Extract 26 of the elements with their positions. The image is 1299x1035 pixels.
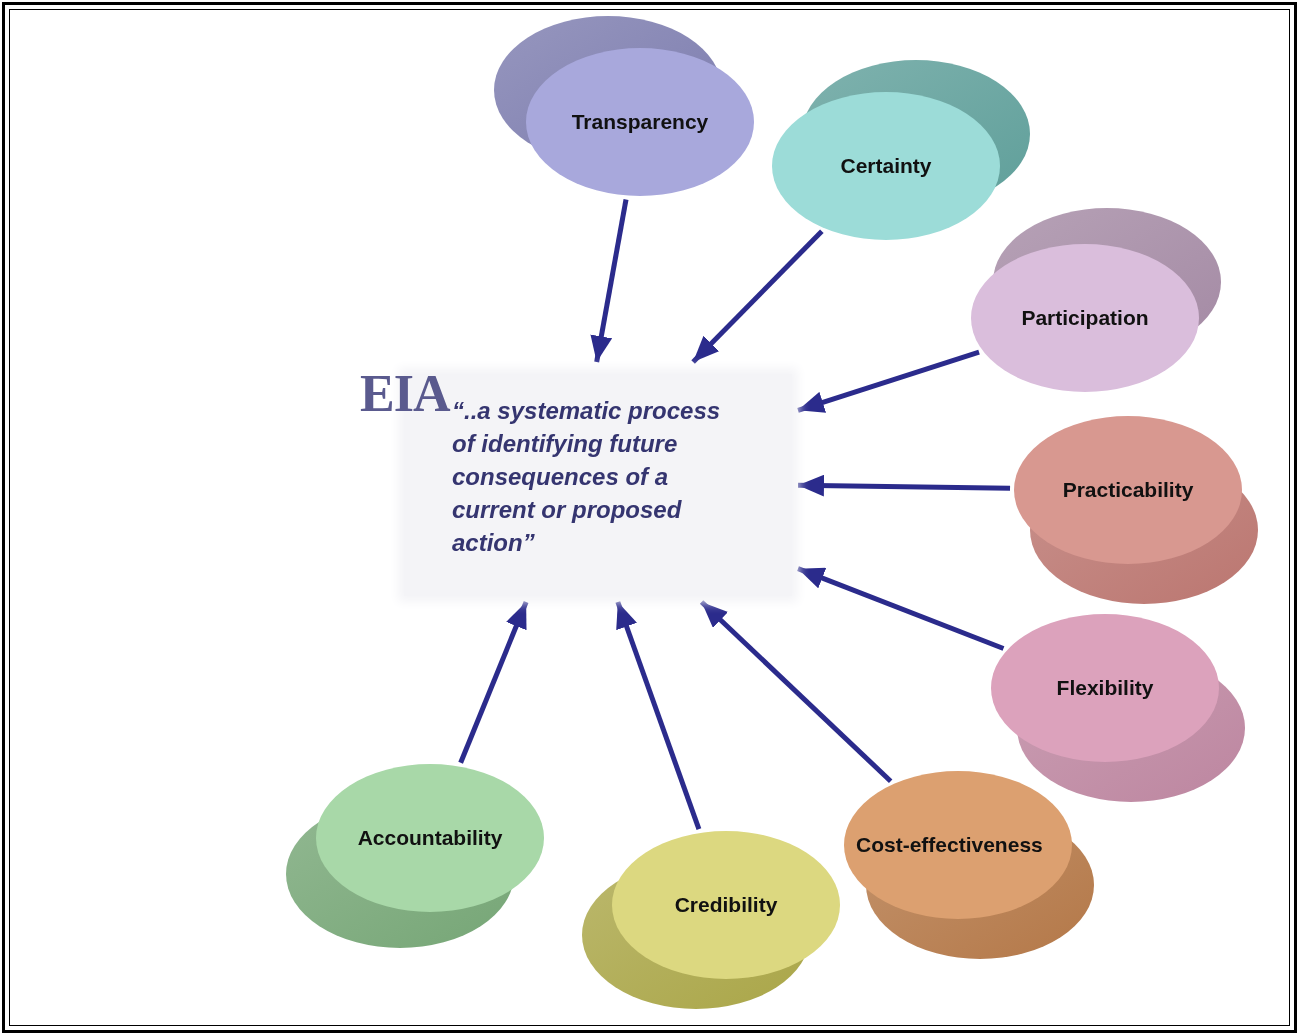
arrow (615, 601, 702, 830)
disc (494, 16, 754, 196)
disc (1014, 416, 1258, 604)
arrow (797, 349, 980, 413)
disc (286, 764, 544, 948)
definition-quote: “..a systematic process of identifying future consequences of a current or proposed action” (452, 396, 722, 558)
disc-label: Cost-effectiveness (856, 832, 1044, 858)
arrow (590, 199, 629, 363)
arrow (797, 566, 1005, 651)
heading: EIA (360, 368, 450, 420)
disc (582, 831, 840, 1009)
disc-label: Flexibility (1055, 675, 1155, 701)
disc (844, 771, 1094, 959)
disc-label: Credibility (673, 892, 779, 918)
disc-label: Certainty (839, 153, 933, 179)
arrow (797, 474, 1011, 497)
disc (991, 614, 1245, 802)
arrow (699, 600, 893, 783)
disc-label: Participation (1020, 305, 1150, 331)
disc-label: Transparency (570, 109, 710, 135)
disc (971, 208, 1221, 392)
arrow (691, 229, 824, 364)
disc-label: Practicability (1061, 477, 1195, 503)
arrow (458, 601, 529, 764)
disc (772, 60, 1030, 240)
disc-label: Accountability (356, 825, 504, 851)
